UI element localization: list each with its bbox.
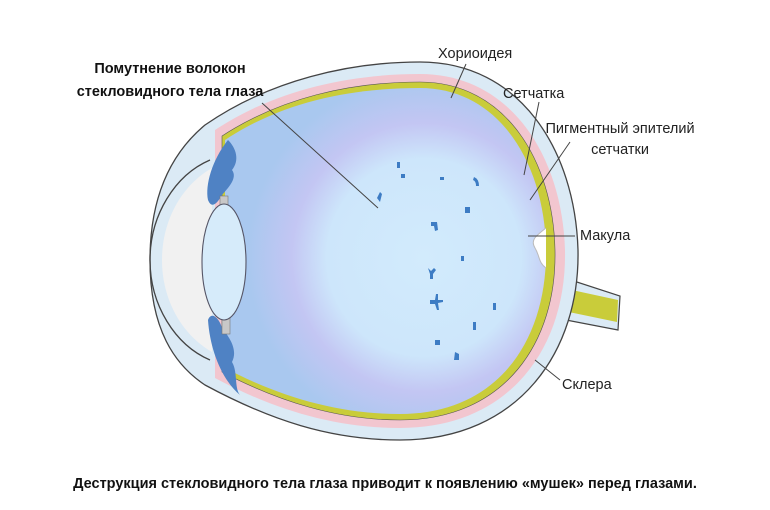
label-rpe-line1: Пигментный эпителий bbox=[545, 121, 695, 137]
iris-ciliary-lower bbox=[208, 315, 240, 395]
label-macula: Макула bbox=[580, 228, 631, 244]
label-retina: Сетчатка bbox=[503, 86, 565, 102]
label-floaters-line1: Помутнение волокон bbox=[94, 61, 246, 77]
leader-lines bbox=[261, 63, 575, 381]
vitreous-body bbox=[225, 88, 547, 414]
iris-ciliary-upper bbox=[207, 140, 237, 205]
label-rpe: Пигментный эпителий сетчатки bbox=[535, 120, 705, 159]
label-sclera: Склера bbox=[562, 377, 612, 393]
figure-caption: Деструкция стекловидного тела глаза прив… bbox=[73, 476, 697, 492]
vitreous-floaters bbox=[377, 162, 496, 360]
label-floaters: Помутнение волокон стекловидного тела гл… bbox=[70, 60, 270, 101]
label-rpe-line2: сетчатки bbox=[591, 142, 649, 158]
anterior-chamber bbox=[162, 168, 212, 352]
cornea bbox=[149, 159, 211, 361]
macula bbox=[532, 227, 547, 269]
label-choroid: Хориоидея bbox=[438, 46, 513, 62]
lens bbox=[201, 203, 247, 321]
label-floaters-line2: стекловидного тела глаза bbox=[76, 84, 264, 100]
